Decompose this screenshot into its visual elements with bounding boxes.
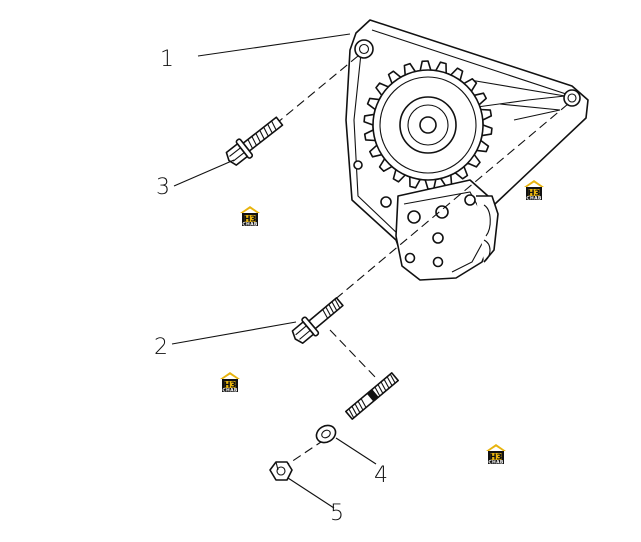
callout-2: 2 (154, 335, 168, 360)
svg-text:H3: H3 (528, 189, 540, 198)
callout-4: 4 (374, 463, 388, 488)
svg-text:CHAB: CHAB (488, 460, 503, 466)
washer-4 (315, 424, 337, 444)
svg-text:CHAB: CHAB (242, 222, 257, 228)
watermark-logo: H3 CHAB (524, 180, 544, 202)
svg-text:CHAB: CHAB (222, 388, 237, 394)
flange-bolt-3 (225, 116, 284, 166)
svg-text:H3: H3 (490, 453, 502, 462)
assembly-centerlines (265, 55, 569, 469)
callout-1: 1 (160, 47, 174, 72)
callout-labels: 1 3 2 4 5 (154, 47, 388, 526)
svg-text:H3: H3 (224, 381, 236, 390)
watermark-logo: H3 CHAB (220, 372, 240, 394)
svg-text:CHAB: CHAB (526, 196, 541, 202)
svg-text:H3: H3 (244, 215, 256, 224)
callout-leaders (171, 33, 377, 509)
callout-3: 3 (156, 175, 170, 200)
watermark-logo: H3 CHAB (240, 206, 260, 228)
callout-5: 5 (330, 501, 344, 526)
hex-nut-5 (269, 461, 293, 481)
watermark-logo: H3 CHAB (486, 444, 506, 466)
drive-gear (363, 60, 493, 190)
watermark-logos: H3 CHAB H3 CHAB H3 CHAB H3 CHAB (220, 180, 544, 466)
threaded-stud (345, 372, 399, 420)
oil-pump-assembly (345, 19, 589, 281)
flange-bolt-2 (291, 297, 344, 344)
